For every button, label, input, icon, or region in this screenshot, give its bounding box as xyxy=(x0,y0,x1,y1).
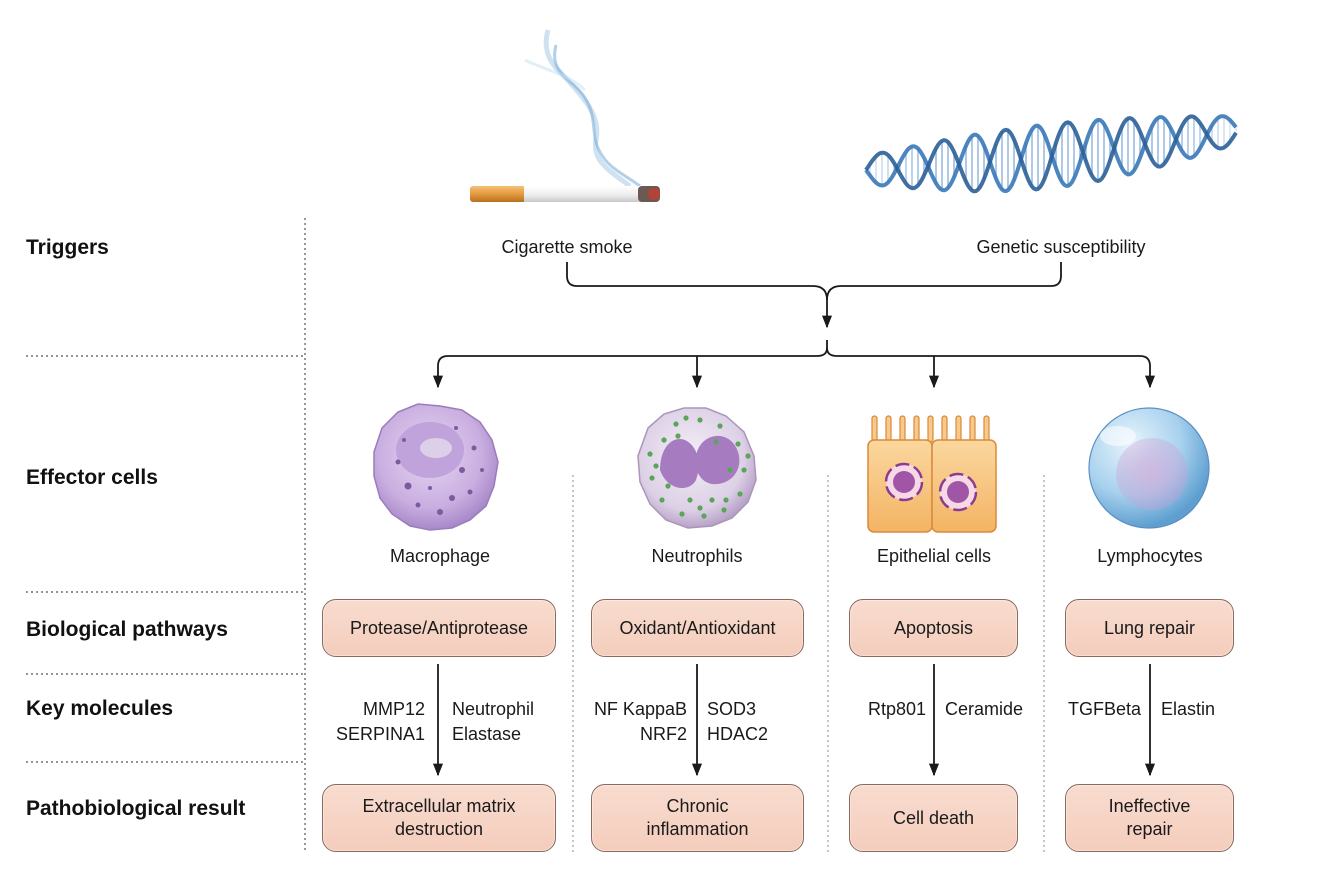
molecules-macrophage-right: Neutrophil Elastase xyxy=(452,697,534,747)
cell-label-lymphocytes: Lymphocytes xyxy=(1097,546,1203,566)
row-label-effector-cells: Effector cells xyxy=(26,466,158,489)
pathway-box-oxidant: Oxidant/Antioxidant xyxy=(591,599,804,657)
molecule-label: Rtp801 xyxy=(867,699,926,719)
cigarette-smoke-icon xyxy=(470,29,660,202)
molecule-label: HDAC2 xyxy=(707,724,769,744)
trigger-cigarette-smoke: Cigarette smoke xyxy=(501,237,633,257)
molecules-neutrophil-left: NF KappaB NRF2 xyxy=(594,697,687,747)
molecule-label: Ceramide xyxy=(945,699,1024,719)
molecules-neutrophil-right: SOD3 HDAC2 xyxy=(707,697,768,747)
trigger-genetic-susceptibility: Genetic susceptibility xyxy=(976,237,1146,257)
pathway-box-protease: Protease/Antiprotease xyxy=(322,599,556,657)
result-label-line: Chronic xyxy=(666,796,729,816)
result-box-ecm-destruction: Extracellular matrix destruction xyxy=(322,784,556,852)
result-box-chronic-inflammation: Chronic inflammation xyxy=(591,784,804,852)
molecule-label: NF KappaB xyxy=(593,699,687,719)
molecules-lymphocyte-left: TGFBeta xyxy=(1068,697,1141,722)
epithelial-cells-icon xyxy=(867,415,997,533)
row-separators xyxy=(26,218,306,852)
result-label-line: Extracellular matrix xyxy=(362,796,516,816)
pathway-label: Apoptosis xyxy=(893,617,974,638)
macrophage-icon xyxy=(373,403,499,531)
molecules-macrophage-left: MMP12 SERPINA1 xyxy=(336,697,425,747)
pathway-label: Lung repair xyxy=(1103,617,1196,638)
result-box-ineffective-repair: Ineffective repair xyxy=(1065,784,1234,852)
pathway-label: Oxidant/Antioxidant xyxy=(619,617,776,638)
molecule-label: Elastin xyxy=(1161,699,1216,719)
result-box-cell-death: Cell death xyxy=(849,784,1018,852)
pathway-box-lung-repair: Lung repair xyxy=(1065,599,1234,657)
row-label-biological-pathways: Biological pathways xyxy=(26,618,228,641)
cell-label-neutrophils: Neutrophils xyxy=(651,546,743,566)
result-label-line: Ineffective xyxy=(1108,796,1191,816)
result-label-line: inflammation xyxy=(646,819,749,839)
molecules-epithelial-left: Rtp801 xyxy=(868,697,926,722)
molecule-label: TGFBeta xyxy=(1067,699,1141,719)
molecule-label: SOD3 xyxy=(707,699,757,719)
result-label-line: destruction xyxy=(394,819,484,839)
molecule-label: NRF2 xyxy=(639,724,687,744)
cell-label-macrophage: Macrophage xyxy=(389,546,491,566)
pathway-label: Protease/Antiprotease xyxy=(349,617,529,638)
molecule-label: SERPINA1 xyxy=(335,724,425,744)
pathway-result-arrows xyxy=(432,664,1156,777)
dna-helix-icon xyxy=(864,114,1238,194)
result-label-line: Cell death xyxy=(892,807,975,828)
row-label-triggers: Triggers xyxy=(26,236,109,259)
neutrophil-icon xyxy=(637,407,757,529)
row-label-pathobiological-result: Pathobiological result xyxy=(26,797,246,820)
trigger-connectors xyxy=(566,262,1062,329)
effector-connectors xyxy=(432,340,1156,389)
molecule-label: Neutrophil xyxy=(452,699,535,719)
molecule-label: MMP12 xyxy=(362,699,425,719)
cell-label-epithelial: Epithelial cells xyxy=(876,546,992,566)
lymphocyte-icon xyxy=(1088,407,1210,529)
molecules-lymphocyte-right: Elastin xyxy=(1161,697,1215,722)
result-label-line: repair xyxy=(1126,819,1173,839)
pathway-box-apoptosis: Apoptosis xyxy=(849,599,1018,657)
molecules-epithelial-right: Ceramide xyxy=(945,697,1023,722)
row-label-key-molecules: Key molecules xyxy=(26,697,174,720)
molecule-label: Elastase xyxy=(452,724,522,744)
